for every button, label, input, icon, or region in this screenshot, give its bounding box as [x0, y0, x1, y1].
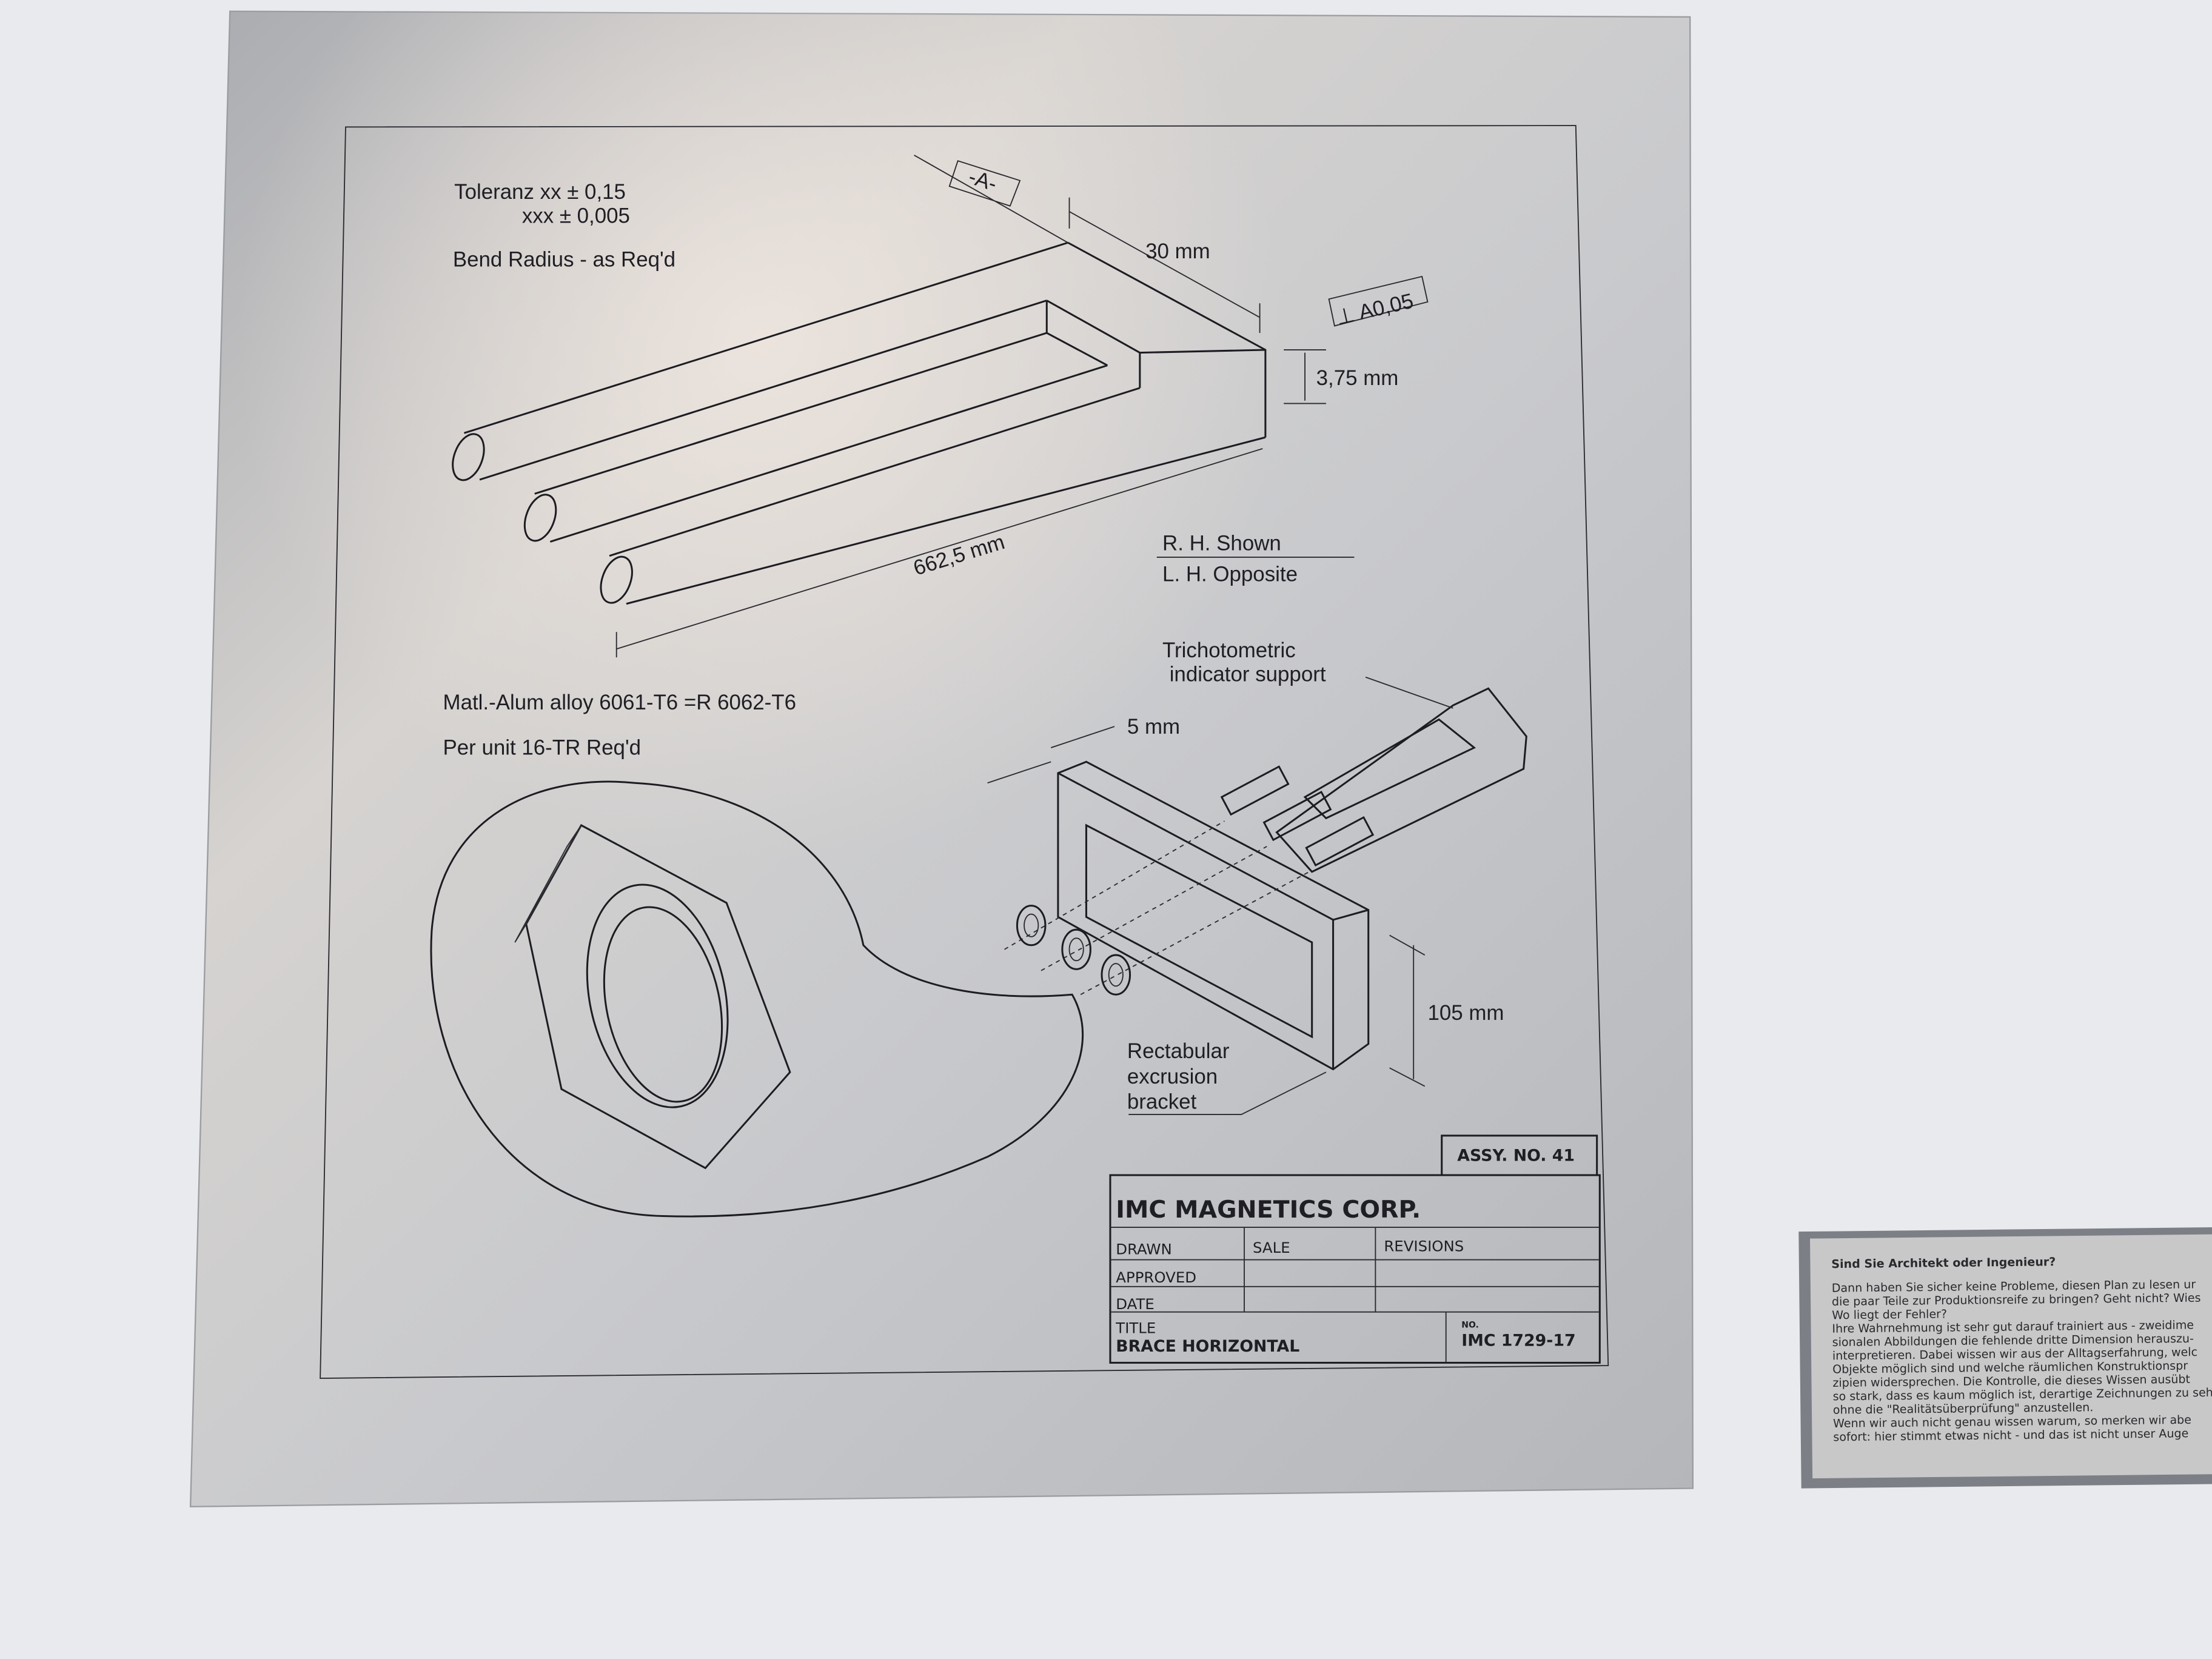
bracket-label-2: excrusion [1127, 1065, 1218, 1088]
approved-label: APPROVED [1116, 1269, 1196, 1286]
drawing-border [320, 125, 1609, 1379]
bracket-assembly-drawing [430, 676, 1527, 1218]
bracket-label-3: bracket [1127, 1090, 1197, 1114]
hex-nuts [1016, 905, 1131, 996]
revisions-label: REVISIONS [1384, 1238, 1464, 1255]
number-label: NO. [1461, 1320, 1479, 1330]
drawing-plate: -A- 30 mm ⊥ A0,05 3,75 mm 662,5 mm Toler… [189, 10, 1694, 1507]
drawn-label: DRAWN [1116, 1240, 1172, 1258]
thickness-dimension: 3,75 mm [1316, 366, 1399, 390]
material-note: Matl.-Alum alloy 6061-T6 =R 6062-T6 [443, 691, 796, 714]
drawing-number: IMC 1729-17 [1461, 1332, 1575, 1350]
support-label-2: indicator support [1170, 663, 1326, 686]
plaque-text-line: Wo liegt der Fehler? [1832, 1307, 1947, 1322]
assembly-number: ASSY. NO. 41 [1457, 1147, 1575, 1165]
impossible-fork-drawing [452, 155, 1429, 658]
support-label-1: Trichotometric [1162, 638, 1296, 662]
info-plaque: Sind Sie Architekt oder Ingenieur? Dann … [1798, 1227, 2212, 1489]
bend-radius-note: Bend Radius - as Req'd [453, 248, 675, 272]
drawing-title: BRACE HORIZONTAL [1116, 1337, 1299, 1356]
plaque-heading: Sind Sie Architekt oder Ingenieur? [1831, 1255, 2056, 1271]
title-label: TITLE [1115, 1319, 1156, 1337]
threaded-rod [1220, 765, 1375, 867]
lh-opposite-note: L. H. Opposite [1162, 563, 1298, 586]
rh-shown-note: R. H. Shown [1162, 531, 1281, 555]
per-unit-note: Per unit 16-TR Req'd [443, 736, 642, 760]
tolerance-note-1: Toleranz xx ± 0,15 [454, 180, 626, 204]
sale-label: SALE [1253, 1239, 1290, 1256]
plaque-body: Dann haben Sie sicher keine Probleme, di… [1832, 1278, 2212, 1444]
height-dimension: 105 mm [1427, 1001, 1504, 1025]
title-block [1109, 1134, 1601, 1364]
company-name: IMC MAGNETICS CORP. [1116, 1196, 1421, 1224]
date-label: DATE [1116, 1295, 1155, 1313]
bracket-label-1: Rectabular [1127, 1039, 1230, 1063]
width-dimension: 30 mm [1145, 240, 1210, 263]
tolerance-note-2: xxx ± 0,005 [522, 204, 630, 228]
plaque-text-line: ohne die "Realitätsüberprüfung" anzustel… [1833, 1401, 2094, 1416]
offset-dimension: 5 mm [1127, 715, 1180, 739]
